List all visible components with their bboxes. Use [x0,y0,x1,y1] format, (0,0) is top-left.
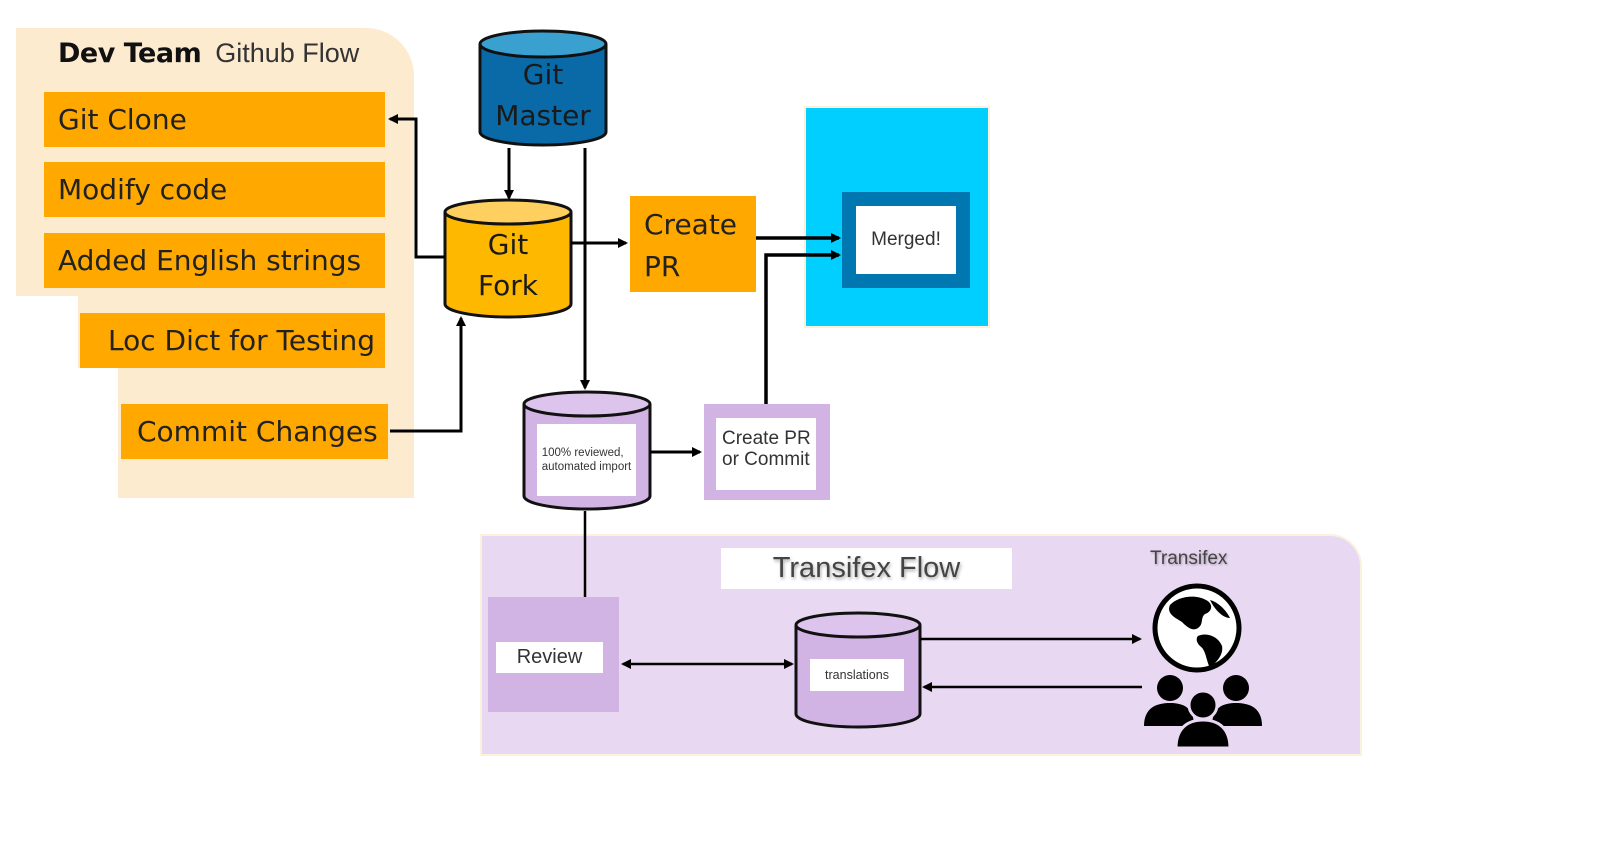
globe-icon [1152,583,1242,673]
automated-line2: automated import [541,461,632,473]
git-master-line1: Git [522,58,564,91]
automated-line1: 100% reviewed, [541,447,624,459]
merged-label: Merged! [871,229,941,250]
transifex-brand-label: Transifex [1150,548,1228,569]
create-pr-line1: Create [644,208,738,241]
step-added-english-strings[interactable]: Added English strings [44,233,385,288]
git-master-line2: Master [495,99,591,132]
git-fork-cylinder[interactable] [443,198,573,319]
transifex-flow-title: Transifex Flow [721,548,1012,589]
create-pr-line2: PR [644,250,681,283]
automated-import-label: 100% reviewed, automated import [537,424,636,496]
git-fork-label: Git Fork [445,224,571,306]
arrow-commit-to-merged [764,250,841,404]
step-loc-dict-testing[interactable]: Loc Dict for Testing [80,313,385,368]
dev-team-title-sub: Github Flow [215,38,360,68]
create-pr-commit-label: Create PR or Commit [716,418,816,490]
arrow-fork-to-clone [388,114,445,259]
review-label: Review [496,642,603,673]
step-label: Commit Changes [137,415,378,448]
dev-team-title: Dev Team Github Flow [58,38,359,69]
panel-cutout [16,368,118,498]
create-pr-commit-line2: or Commit [722,449,810,470]
panel-cutout [16,296,78,368]
git-master-cylinder[interactable] [478,29,608,147]
git-fork-line1: Git [487,228,529,261]
git-master-label: Git Master [480,54,606,136]
merged-node[interactable]: Merged! [856,206,956,274]
translations-label: translations [810,659,904,691]
dev-team-title-bold: Dev Team [58,38,202,69]
git-fork-line2: Fork [478,269,538,302]
step-label: Git Clone [58,103,187,136]
step-modify-code[interactable]: Modify code [44,162,385,217]
create-pr-commit-line1: Create PR [722,428,811,449]
step-git-clone[interactable]: Git Clone [44,92,385,147]
step-label: Modify code [58,173,228,206]
step-label: Loc Dict for Testing [108,324,375,357]
arrow-commit-to-fork [390,316,466,433]
step-commit-changes[interactable]: Commit Changes [121,404,388,459]
people-icon [1144,675,1262,750]
create-pr-node[interactable]: Create PR [630,196,756,292]
step-label: Added English strings [58,244,362,277]
